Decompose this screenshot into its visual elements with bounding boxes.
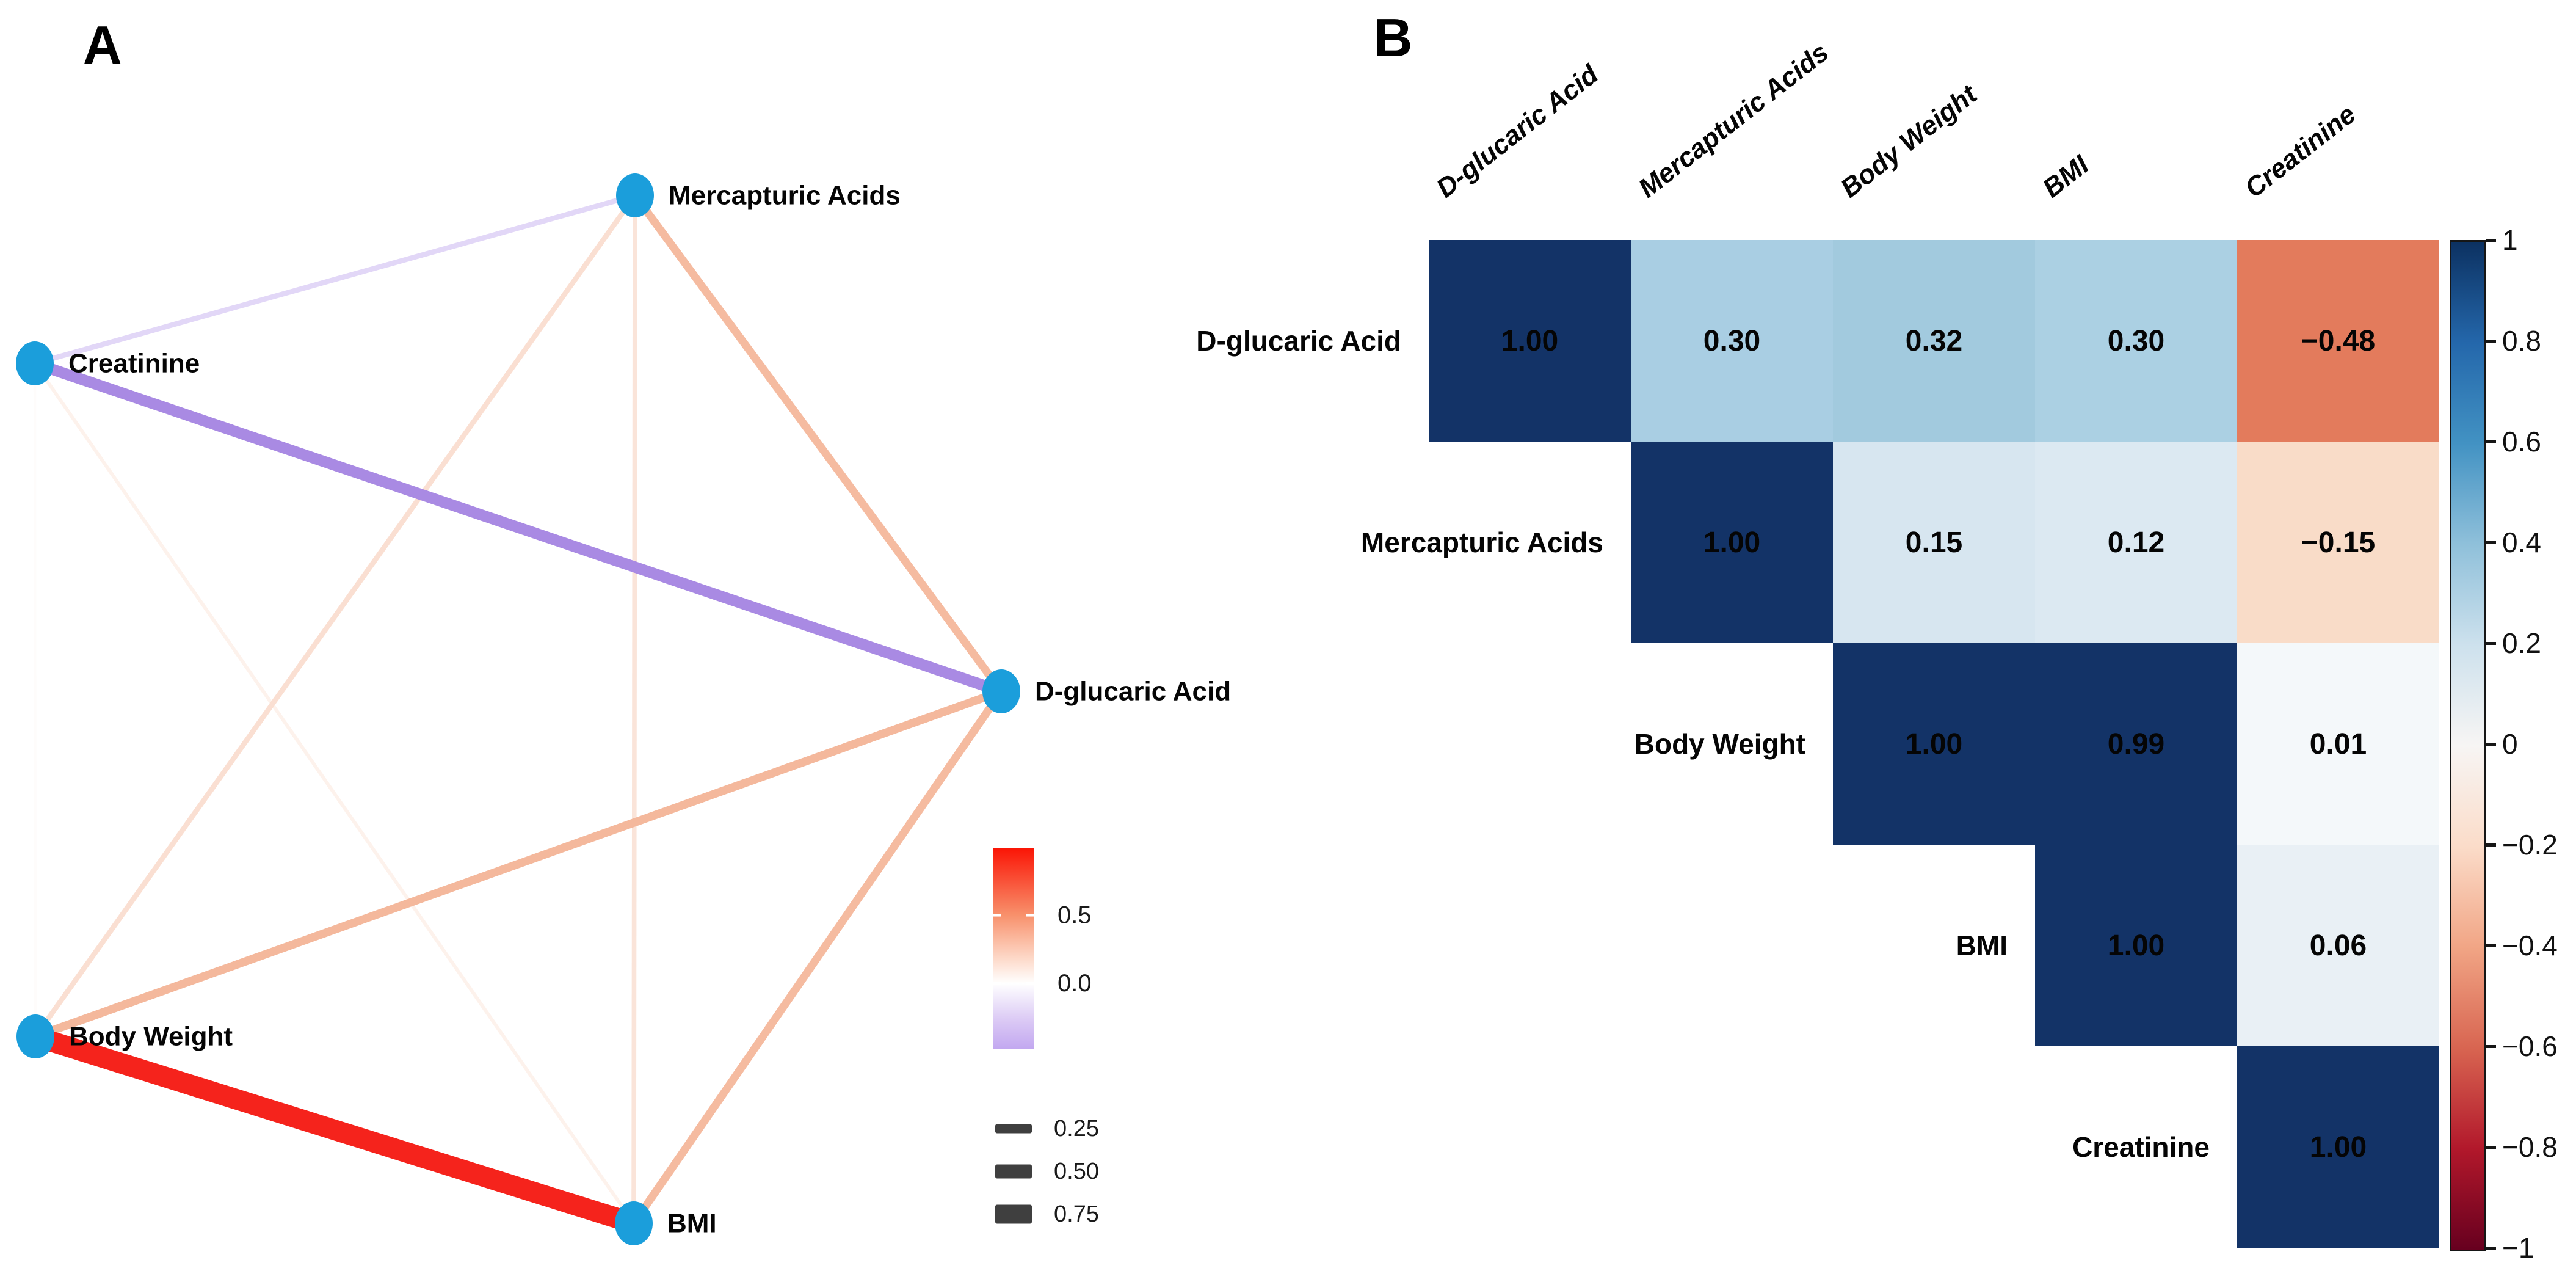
colorbar-tick-label: 0.4 [2502, 526, 2541, 558]
colorbar-tick-label: −0.2 [2502, 829, 2558, 861]
colorbar-tick [2486, 1044, 2496, 1048]
panel-a-label: A [83, 15, 122, 75]
network-node-label: D-glucaric Acid [1035, 677, 1231, 707]
correlation-cell: 1.00 [1631, 442, 1833, 643]
colorbar-tick-label: −1 [2502, 1232, 2534, 1264]
colorbar-tick [2486, 339, 2496, 343]
colorbar-tick-label: 0.2 [2502, 627, 2541, 659]
network-edge [33, 358, 1003, 697]
network-node [616, 173, 654, 217]
colorbar-tick-label: −0.6 [2502, 1030, 2558, 1062]
network-edge [630, 689, 1005, 1226]
network-node-label: Mercapturic Acids [669, 181, 901, 211]
edge-color-legend [993, 848, 1034, 1049]
edge-width-legend-swatch [995, 1204, 1032, 1224]
network-edge [631, 193, 1005, 694]
colorbar-tick [2486, 742, 2496, 746]
colorbar-tick [2486, 641, 2496, 645]
colorbar-tick [2486, 1145, 2496, 1149]
network-node-label: Creatinine [68, 349, 200, 379]
correlation-cell: 0.32 [1833, 240, 2035, 442]
network-node [615, 1201, 653, 1245]
correlation-cell: 1.00 [2237, 1046, 2439, 1248]
colorbar-tick-label: 0.8 [2502, 325, 2541, 357]
heatmap-column-label: BMI [2037, 150, 2095, 204]
panel-b-label: B [1374, 7, 1413, 68]
edge-color-legend-tick-label: 0.5 [1058, 902, 1092, 929]
edge-width-legend-label: 0.50 [1054, 1159, 1099, 1184]
correlation-cell: 0.06 [2237, 845, 2439, 1046]
correlation-cell: 0.30 [1631, 240, 1833, 442]
network-node [982, 669, 1020, 713]
network-edge [33, 194, 637, 1038]
network-edge [631, 195, 637, 1224]
colorbar-tick [2486, 238, 2496, 242]
heatmap-row-label: Mercapturic Acids [1360, 526, 1603, 558]
colorbar-tick [2486, 1246, 2496, 1250]
colorbar-tick-label: 0 [2502, 728, 2518, 760]
edge-width-legend-label: 0.25 [1054, 1116, 1099, 1142]
network-edge [34, 192, 636, 366]
heatmap-column-label: Creatinine [2239, 99, 2362, 204]
correlation-cell: −0.48 [2237, 240, 2439, 442]
network-edge [34, 687, 1003, 1041]
network-node-label: BMI [667, 1209, 717, 1239]
correlation-cell: −0.15 [2237, 442, 2439, 643]
correlation-cell: 1.00 [2035, 845, 2237, 1046]
heatmap-column-label: D-glucaric Acid [1431, 59, 1604, 204]
network-node [16, 1014, 54, 1058]
panel-a-network: 0.5 0.0 0.25 0.50 0.75 Mercapturic AcidsCreat… [16, 173, 1231, 1245]
network-edge [33, 362, 636, 1225]
colorbar-tick [2486, 944, 2496, 947]
colorbar [2450, 240, 2486, 1251]
edge-width-legend-label: 0.75 [1054, 1201, 1099, 1227]
correlation-cell: 0.12 [2035, 442, 2237, 643]
edge-width-legend-swatch [995, 1124, 1032, 1134]
colorbar-tick [2486, 843, 2496, 847]
colorbar-tick-label: 0.6 [2502, 426, 2541, 457]
colorbar-tick [2486, 440, 2496, 443]
correlation-cell: 1.00 [1833, 643, 2035, 845]
correlation-cell: 0.01 [2237, 643, 2439, 845]
heatmap-column-label: Body Weight [1835, 79, 1983, 204]
colorbar-tick-label: −0.8 [2502, 1131, 2558, 1163]
correlation-cell: 1.00 [1429, 240, 1631, 442]
correlation-cell: 0.15 [1833, 442, 2035, 643]
heatmap-column-label: Mercapturic Acids [1633, 37, 1835, 204]
heatmap-row-label: D-glucaric Acid [1196, 325, 1401, 357]
edge-color-legend-tick-label: 0.0 [1058, 970, 1092, 997]
heatmap-row-label: BMI [1956, 930, 2008, 961]
network-node-label: Body Weight [69, 1022, 233, 1052]
heatmap-row-label: Body Weight [1634, 728, 1805, 760]
network-node [16, 341, 54, 385]
colorbar-tick-label: −0.4 [2502, 930, 2558, 961]
network-edge [32, 1026, 637, 1234]
correlation-cell: 0.99 [2035, 643, 2237, 845]
correlation-cell: 0.30 [2035, 240, 2237, 442]
colorbar-tick-label: 1 [2502, 224, 2518, 256]
edge-width-legend-swatch [995, 1164, 1032, 1179]
colorbar-tick [2486, 541, 2496, 544]
heatmap-row-label: Creatinine [2072, 1131, 2210, 1163]
